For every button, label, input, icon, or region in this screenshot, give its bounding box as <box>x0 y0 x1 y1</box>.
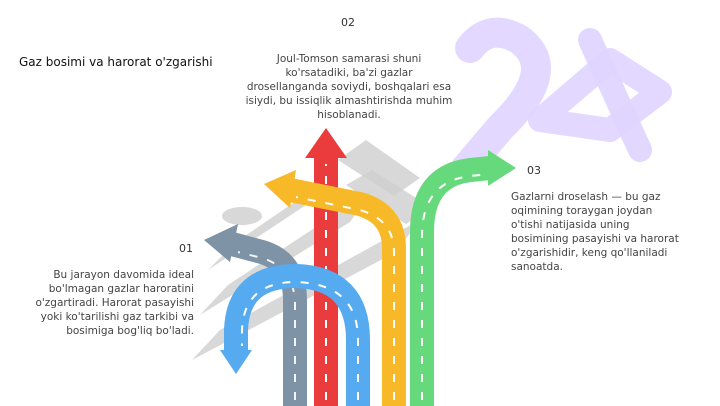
step-2-text: Joul-Tomson samarasi shuni ko'rsatadiki,… <box>245 53 453 121</box>
arrow-blue <box>220 263 370 406</box>
step-3-number: 03 <box>527 164 541 177</box>
step-1-text: Bu jarayon davomida ideal bo'lmagan gazl… <box>35 269 194 337</box>
step-3-text: Gazlarni droselash — bu gaz oqimining to… <box>511 191 679 273</box>
step-2-number: 02 <box>341 16 355 29</box>
arrow-yellow <box>264 170 406 406</box>
diagram-title: Gaz bosimi va harorat o'zgarishi <box>19 55 213 69</box>
arrow-green <box>410 150 516 406</box>
step-1-number: 01 <box>179 242 193 255</box>
